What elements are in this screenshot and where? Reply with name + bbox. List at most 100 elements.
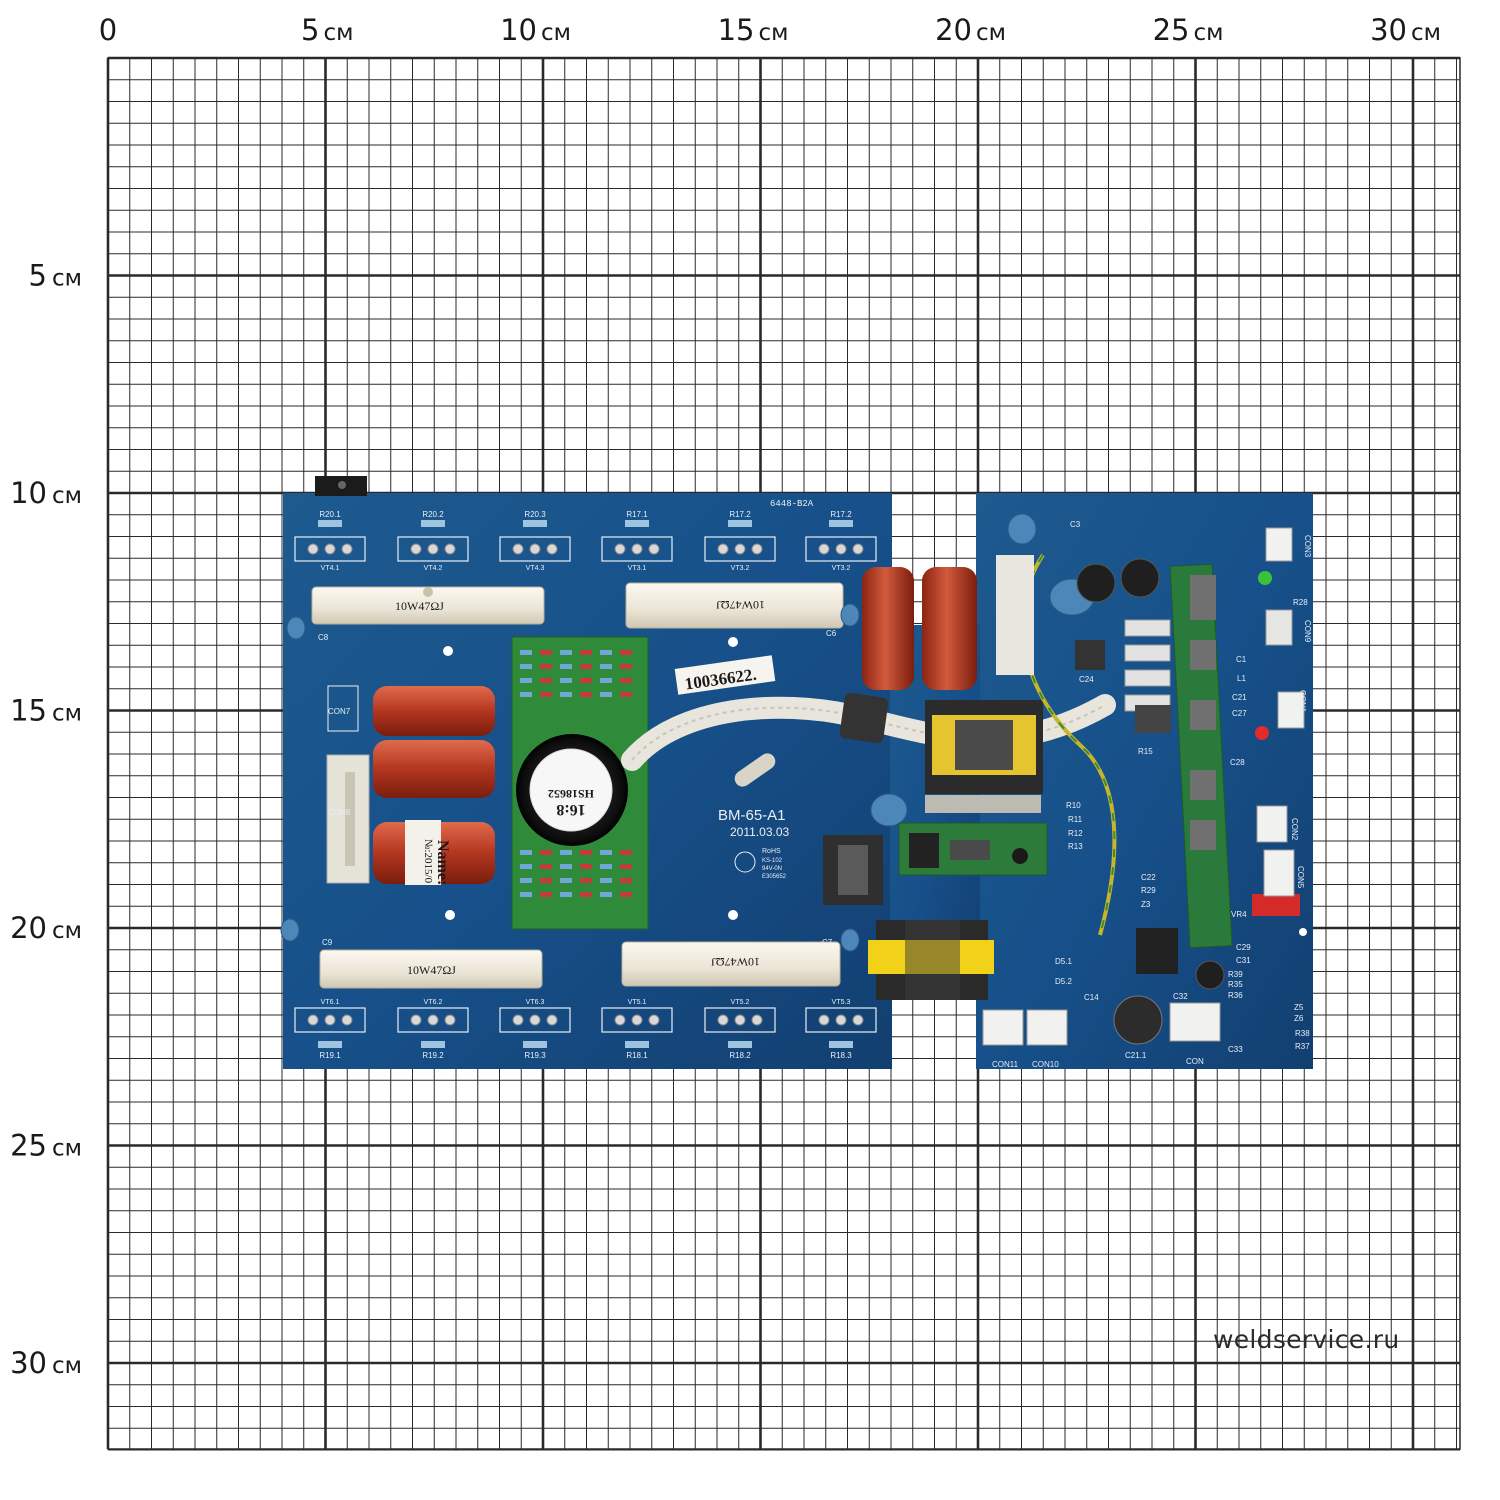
svg-text:5: 5 <box>301 13 319 47</box>
svg-text:25: 25 <box>10 1129 47 1163</box>
svg-text:CON: CON <box>1186 1057 1204 1066</box>
svg-text:Z6: Z6 <box>1294 1014 1304 1023</box>
svg-text:10: 10 <box>10 476 47 510</box>
top-transistor-row: R20.1VT4.1R20.2VT4.2R20.3VT4.3R17.1VT3.1… <box>294 510 877 572</box>
svg-text:94V-0N: 94V-0N <box>762 866 782 872</box>
svg-text:VT4.1: VT4.1 <box>321 565 340 572</box>
svg-text:D5.1: D5.1 <box>1055 957 1072 966</box>
ferrite-transformer <box>925 700 1043 813</box>
svg-text:KS-102: KS-102 <box>762 858 783 864</box>
aux-transformer <box>868 920 994 1000</box>
svg-text:R10: R10 <box>1066 801 1081 810</box>
svg-text:R38: R38 <box>1295 1029 1310 1038</box>
svg-text:см: см <box>1411 20 1441 46</box>
svg-text:CON8: CON8 <box>328 808 351 817</box>
power-resistor-label: 10W47ΩJ <box>407 963 456 977</box>
svg-text:VT5.2: VT5.2 <box>731 999 750 1006</box>
svg-text:см: см <box>52 918 82 944</box>
svg-text:VT3.2: VT3.2 <box>731 565 750 572</box>
svg-text:см: см <box>1194 20 1224 46</box>
power-resistor-label: 10W47ΩJ <box>716 598 765 612</box>
rohs-block: RoHS KS-102 94V-0N E305652 <box>734 848 787 880</box>
svg-text:CON1: CON1 <box>1298 690 1307 713</box>
svg-text:C9: C9 <box>322 938 333 947</box>
svg-text:VT4.3: VT4.3 <box>526 565 545 572</box>
svg-text:R20.1: R20.1 <box>319 510 341 519</box>
svg-text:R37: R37 <box>1295 1042 1310 1051</box>
svg-text:E305652: E305652 <box>762 874 787 880</box>
svg-text:R11: R11 <box>1068 815 1083 824</box>
svg-text:VT4.2: VT4.2 <box>424 565 443 572</box>
svg-text:R35: R35 <box>1228 980 1243 989</box>
svg-text:R13: R13 <box>1068 842 1083 851</box>
svg-text:R20.3: R20.3 <box>524 510 546 519</box>
svg-text:R17.2: R17.2 <box>830 510 852 519</box>
svg-text:VT5.1: VT5.1 <box>628 999 647 1006</box>
aux-daughterboard <box>898 822 1048 876</box>
svg-text:L1: L1 <box>1237 674 1246 683</box>
svg-text:см: см <box>52 266 82 292</box>
svg-text:15: 15 <box>10 694 47 728</box>
svg-text:R18.2: R18.2 <box>729 1051 751 1060</box>
bottom-transistor-row: VT6.1R19.1VT6.2R19.2VT6.3R19.3VT5.1R18.1… <box>294 999 877 1060</box>
svg-text:см: см <box>324 20 354 46</box>
svg-text:5: 5 <box>29 259 47 293</box>
svg-text:CON5: CON5 <box>1296 866 1305 889</box>
svg-text:R18.3: R18.3 <box>830 1051 852 1060</box>
svg-text:Z3: Z3 <box>1141 900 1151 909</box>
svg-text:C1: C1 <box>1236 655 1247 664</box>
svg-text:C24: C24 <box>1079 675 1094 684</box>
svg-text:VT3.1: VT3.1 <box>628 565 647 572</box>
svg-text:R19.2: R19.2 <box>422 1051 444 1060</box>
power-resistor-label: 10W47ΩJ <box>711 955 760 969</box>
connector-con7 <box>327 685 359 732</box>
driver-daughterboard: 16:8 HS18652 <box>511 636 649 930</box>
svg-text:VT6.1: VT6.1 <box>321 999 340 1006</box>
svg-text:C32: C32 <box>1173 992 1188 1001</box>
svg-text:CON10: CON10 <box>1032 1060 1059 1069</box>
svg-text:R36: R36 <box>1228 991 1243 1000</box>
svg-text:25: 25 <box>1153 13 1190 47</box>
svg-text:CON11: CON11 <box>992 1060 1019 1069</box>
power-resistor-bottom-left: 10W47ΩJ <box>319 949 543 989</box>
svg-text:20: 20 <box>935 13 972 47</box>
svg-text:0: 0 <box>99 13 117 47</box>
power-resistor-bottom-right: 10W47ΩJ <box>621 941 841 987</box>
svg-text:VT3.2: VT3.2 <box>832 565 851 572</box>
mounting-holes <box>443 637 1307 936</box>
svg-text:C27: C27 <box>1232 709 1247 718</box>
film-capacitor-bank-left: Name: №:2015/0 <box>373 686 495 885</box>
transformer-code: HS18652 <box>548 787 594 801</box>
svg-text:см: см <box>52 1136 82 1162</box>
svg-text:см: см <box>759 20 789 46</box>
svg-text:R17.2: R17.2 <box>729 510 751 519</box>
svg-text:см: см <box>52 1353 82 1379</box>
watermark-text: weldservice.ru <box>1213 1325 1400 1354</box>
svg-text:R19.3: R19.3 <box>524 1051 546 1060</box>
svg-text:C8: C8 <box>318 633 329 642</box>
svg-text:VT5.3: VT5.3 <box>832 999 851 1006</box>
svg-text:CON7: CON7 <box>328 707 351 716</box>
svg-text:20: 20 <box>10 911 47 945</box>
svg-text:C22: C22 <box>1141 873 1156 882</box>
svg-text:CON3: CON3 <box>1303 535 1312 558</box>
name-sticker-number: №:2015/0 <box>422 839 434 884</box>
svg-text:C14: C14 <box>1084 993 1099 1002</box>
